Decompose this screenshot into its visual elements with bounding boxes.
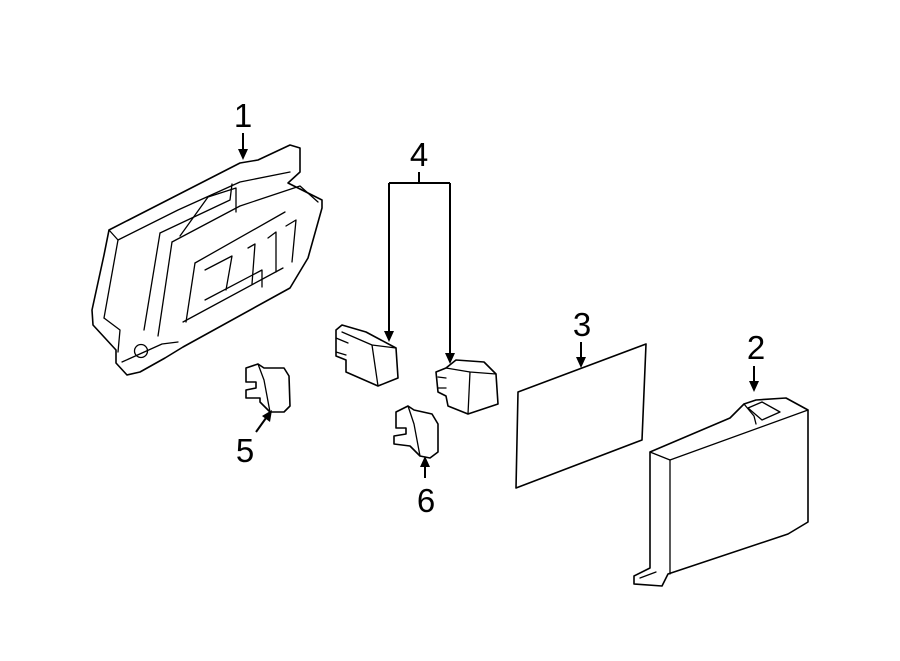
callout-4: 4 — [410, 136, 428, 173]
callout-2: 2 — [747, 329, 765, 366]
callout-1: 1 — [234, 97, 252, 134]
callout-3: 3 — [573, 306, 591, 343]
callout-5: 5 — [236, 432, 254, 469]
part-4-relay-left — [335, 324, 399, 387]
part-2-cover — [633, 397, 809, 587]
leader-5 — [255, 410, 272, 433]
leader-6 — [420, 456, 430, 478]
leader-4-bracket — [384, 172, 455, 364]
leader-2 — [749, 366, 759, 392]
part-4-relay-right — [435, 359, 499, 415]
callout-6: 6 — [417, 482, 435, 519]
part-5-fuse — [245, 363, 291, 413]
part-3-label — [515, 343, 647, 489]
leader-3 — [576, 342, 586, 368]
leader-1 — [238, 133, 248, 160]
part-6-fuse — [393, 405, 439, 459]
part-1-junction-box — [91, 144, 323, 376]
